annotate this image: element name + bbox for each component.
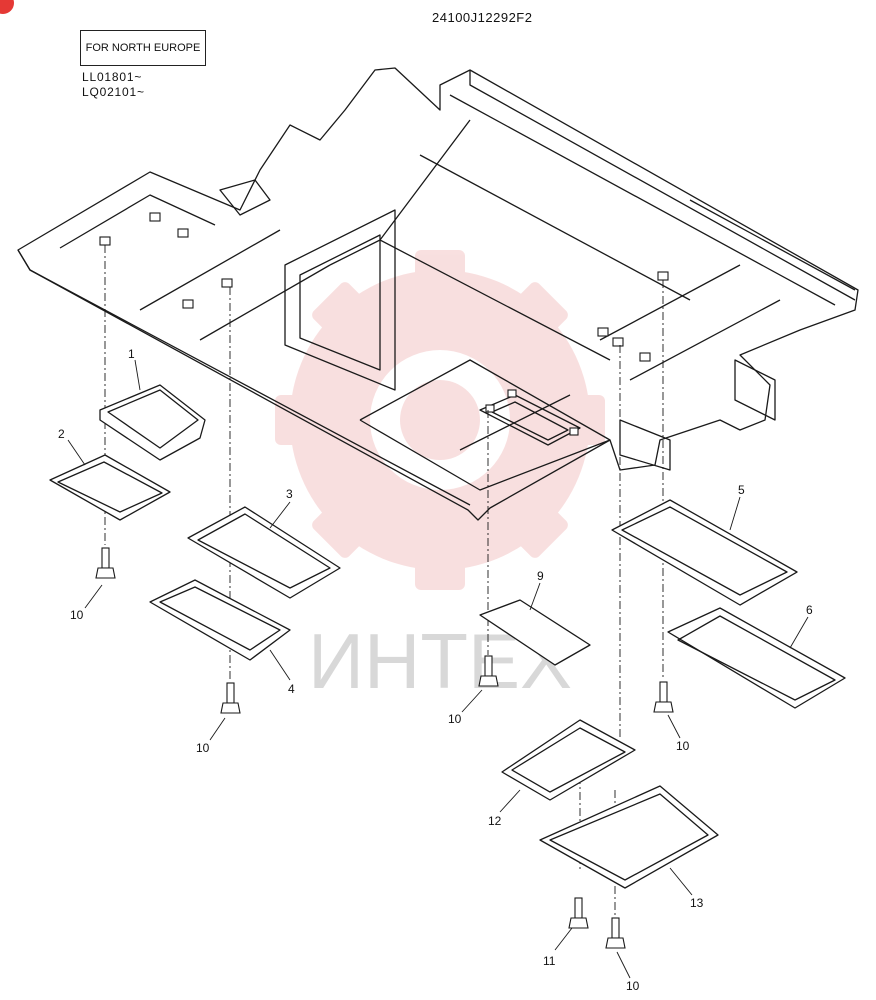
leader-lines [67,359,809,979]
callout-1: 1 [128,347,135,361]
serial-range-2: LQ02101~ [82,85,145,99]
bolt-11 [568,897,589,929]
cover-plate-13 [539,785,719,889]
callout-10-d: 10 [676,739,690,753]
bolt-10-c [478,655,499,687]
callout-10-a: 10 [70,608,84,622]
cover-plate-4 [149,579,291,661]
bolts [95,547,674,949]
callout-10-e: 10 [626,979,640,993]
callout-13: 13 [690,896,704,910]
bolt-10-e [605,917,626,949]
callout-3: 3 [286,487,293,501]
cover-plate-2 [49,454,171,521]
cover-plate-9 [479,599,591,666]
cover-plate-6 [667,607,846,709]
bolt-10-a [95,547,116,579]
callout-5: 5 [738,483,745,497]
bolt-10-d [653,681,674,713]
callout-10-b: 10 [196,741,210,755]
callout-12: 12 [488,814,502,828]
serial-range-1: LL01801~ [82,70,143,84]
cover-plate-12 [501,719,636,801]
region-label: FOR NORTH EUROPE [85,42,201,54]
callout-9: 9 [537,569,544,583]
bolt-10-b [220,682,241,714]
watermark-gear-icon [275,250,605,590]
cover-plates [49,384,846,889]
callout-6: 6 [806,603,813,617]
cover-plate-5 [611,499,798,606]
callout-11: 11 [543,954,556,968]
drawing-code: 24100J12292F2 [432,10,533,25]
corner-marker [0,0,14,14]
cover-plate-3 [187,506,341,599]
callout-10-c: 10 [448,712,462,726]
callout-4: 4 [288,682,295,696]
cover-plate-1 [99,384,206,461]
region-label-box: FOR NORTH EUROPE [80,30,206,66]
callout-2: 2 [58,427,65,441]
